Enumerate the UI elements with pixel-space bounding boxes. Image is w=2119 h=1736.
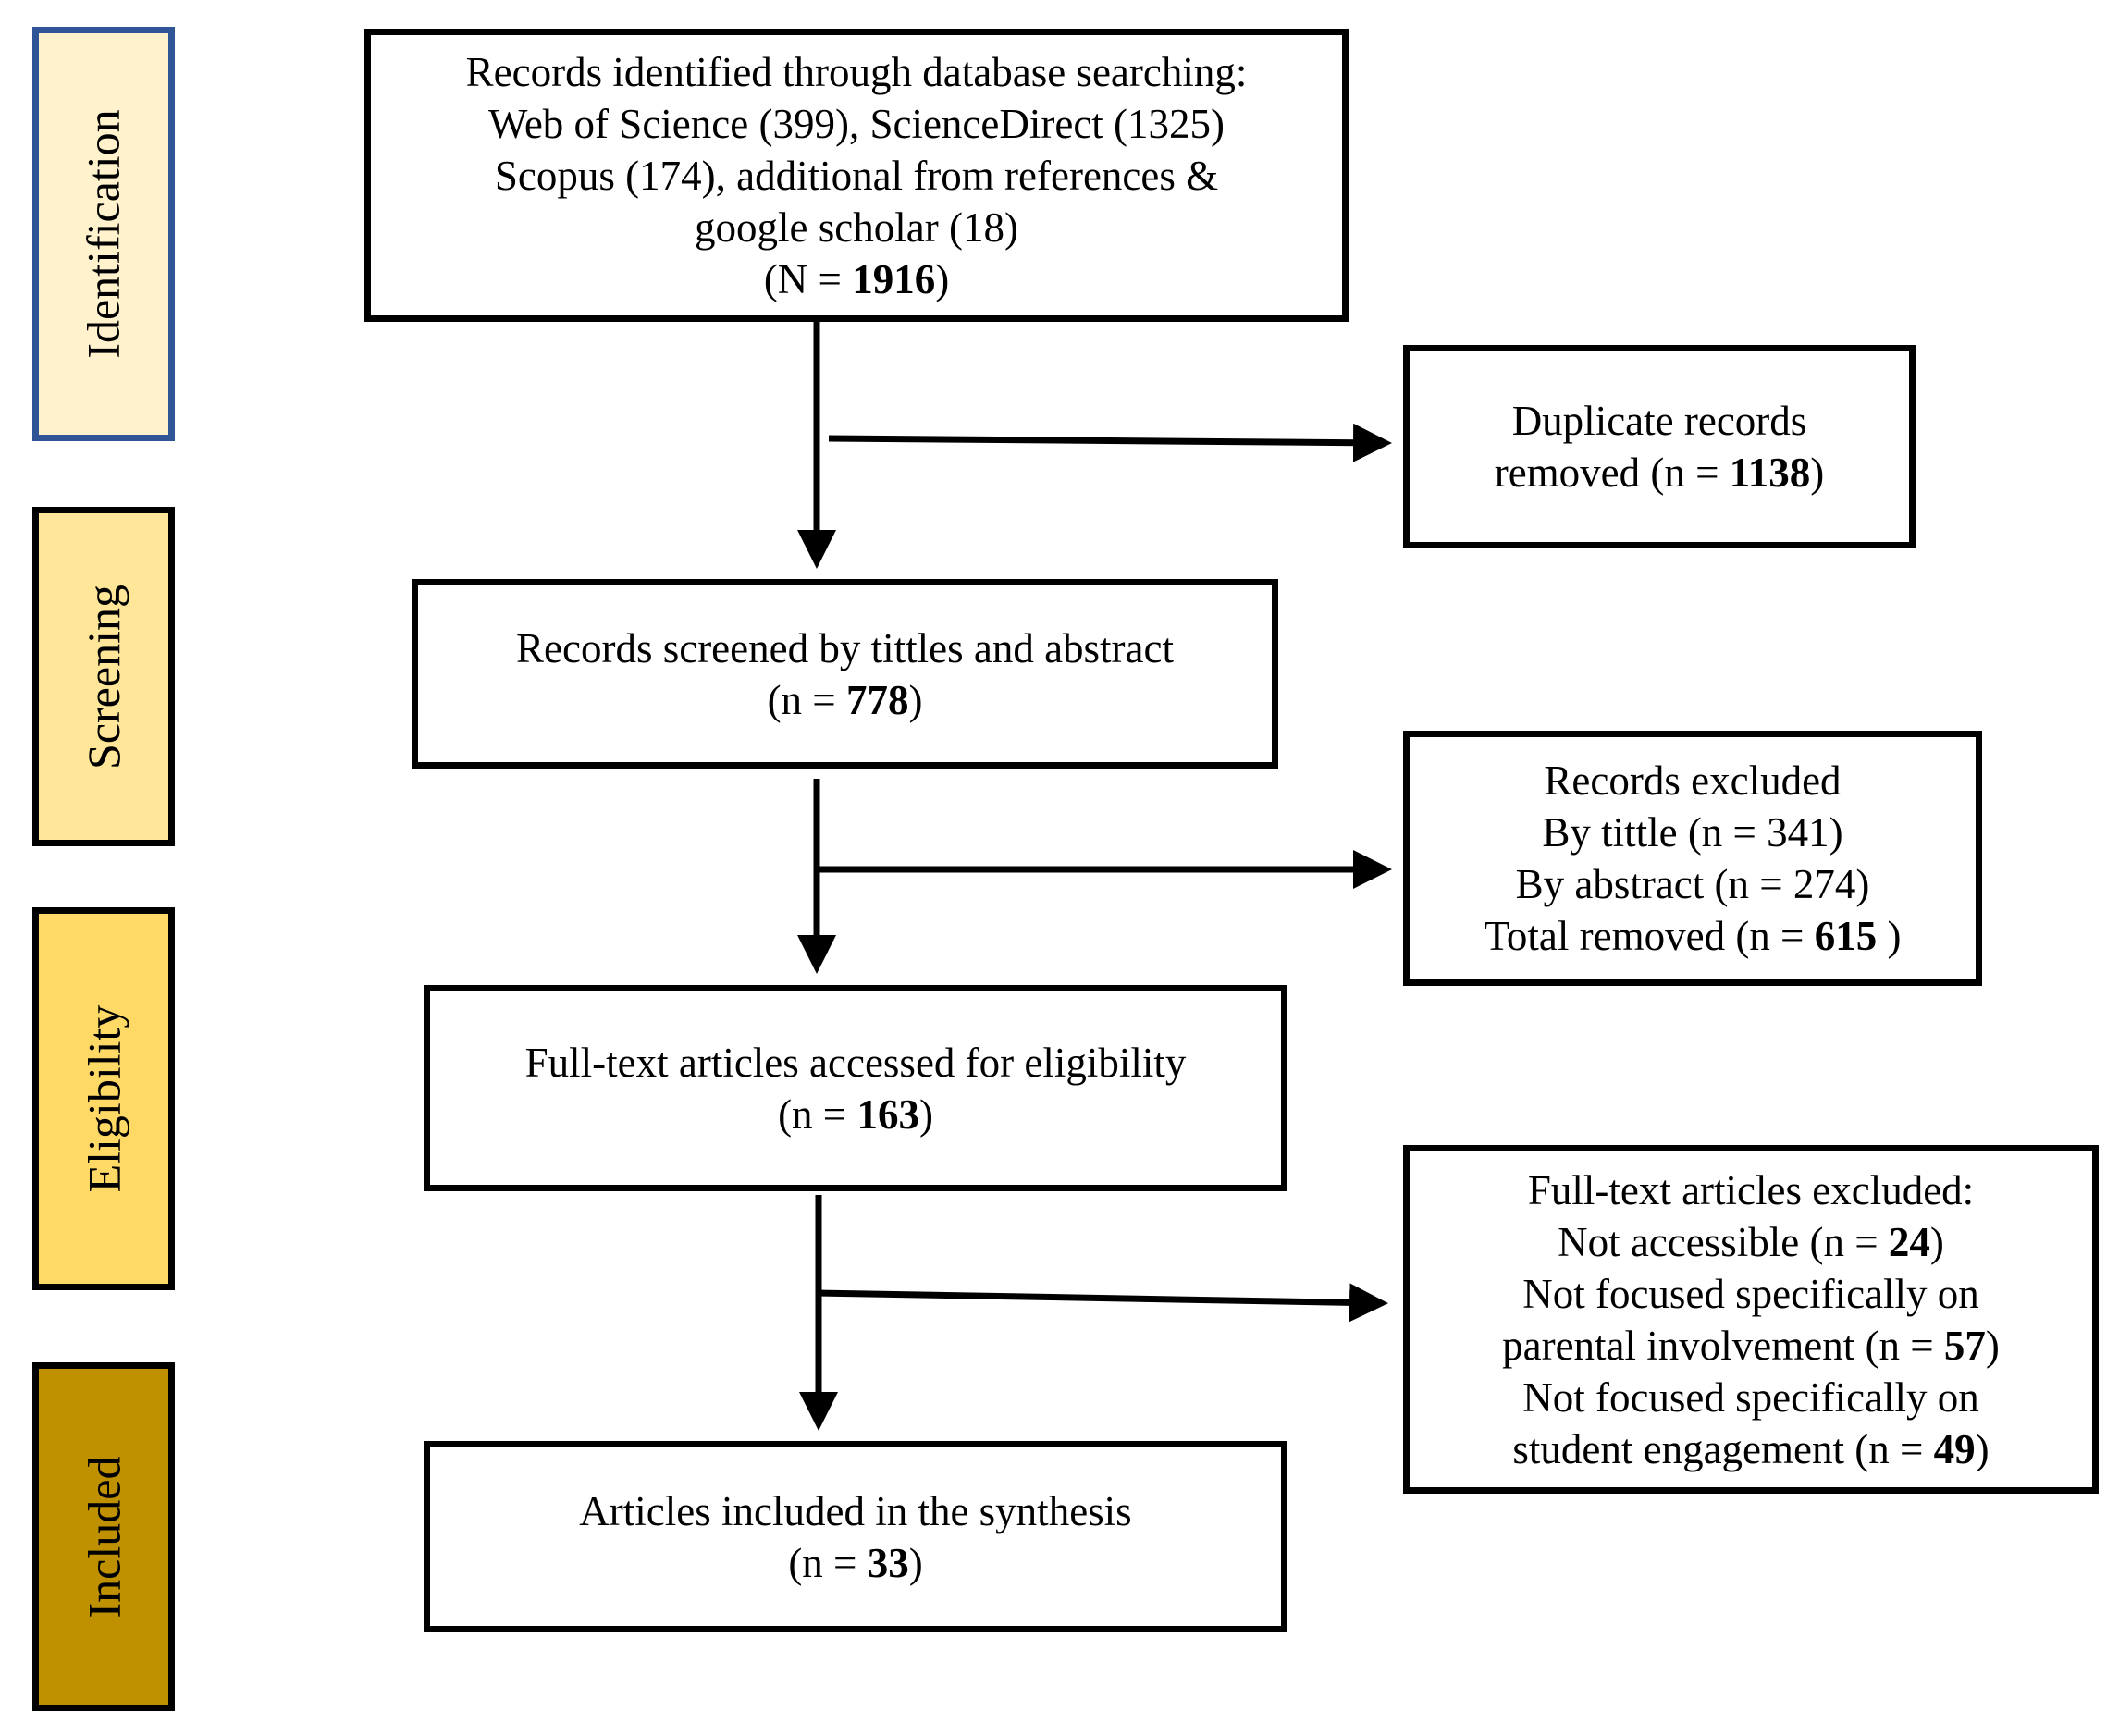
- text-line: (N = 1916): [764, 253, 949, 305]
- text-line: Records identified through database sear…: [465, 48, 1248, 95]
- count: 33: [867, 1539, 909, 1586]
- label: ): [908, 676, 923, 723]
- count: 778: [845, 676, 909, 723]
- label: (n =: [778, 1090, 857, 1138]
- text-line: Web of Science (399), ScienceDirect (132…: [487, 100, 1226, 147]
- text-line: Not focused specifically on: [1522, 1270, 1979, 1317]
- text-line: Full-text articles accessed for eligibil…: [524, 1039, 1187, 1086]
- label: ): [1975, 1425, 1990, 1472]
- fulltext-box: Full-text articles accessed for eligibil…: [424, 985, 1287, 1191]
- text-line: Total removed (n = 615 ): [1485, 910, 1902, 962]
- text-line: (n = 33): [788, 1537, 922, 1589]
- text-line: By tittle (n = 341): [1542, 809, 1843, 856]
- duplicates-box: Duplicate records removed (n = 1138): [1403, 345, 1916, 548]
- label: ): [1985, 1322, 2000, 1369]
- phase-screening: Screening: [32, 507, 175, 846]
- arrow-to-fulltext-excluded: [818, 1283, 1388, 1323]
- count: 1138: [1729, 449, 1811, 496]
- excluded-box: Records excluded By tittle (n = 341) By …: [1403, 731, 1982, 986]
- text-line: (n = 163): [778, 1089, 933, 1140]
- label: ): [1929, 1218, 1944, 1265]
- arrow-to-duplicates: [828, 423, 1392, 462]
- text-line: Full-text articles excluded:: [1527, 1166, 1975, 1213]
- label: Not accessible (n =: [1558, 1218, 1889, 1265]
- count: 163: [856, 1090, 919, 1138]
- label: (N =: [763, 255, 853, 302]
- text-line: Records screened by tittles and abstract: [516, 624, 1174, 671]
- fulltext-excluded-box: Full-text articles excluded: Not accessi…: [1403, 1145, 2099, 1494]
- phase-eligibility: Eligibility: [32, 907, 175, 1290]
- text-line: Not accessible (n = 24): [1558, 1216, 1944, 1268]
- phase-identification: Identification: [32, 27, 175, 441]
- screened-box: Records screened by tittles and abstract…: [412, 579, 1278, 769]
- label: student engagement (n =: [1512, 1425, 1934, 1472]
- identified-box: Records identified through database sear…: [364, 29, 1349, 322]
- label: ): [908, 1539, 923, 1586]
- included-box: Articles included in the synthesis (n = …: [424, 1441, 1287, 1632]
- text-line: removed (n = 1138): [1495, 447, 1825, 499]
- label: (n =: [788, 1539, 868, 1586]
- text-line: Scopus (174), additional from references…: [494, 152, 1219, 199]
- label: (n =: [767, 676, 846, 723]
- label: parental involvement (n =: [1502, 1322, 1944, 1369]
- label: ): [935, 255, 950, 302]
- label: ): [918, 1090, 933, 1138]
- count: 1916: [852, 255, 936, 302]
- text-line: google scholar (18): [695, 203, 1018, 251]
- count: 49: [1933, 1425, 1976, 1472]
- text-line: student engagement (n = 49): [1512, 1423, 1989, 1475]
- text-line: Records excluded: [1544, 757, 1842, 804]
- count: 57: [1943, 1322, 1986, 1369]
- label: ): [1810, 449, 1825, 496]
- count: 615: [1814, 913, 1878, 959]
- text-line: Duplicate records: [1511, 398, 1807, 444]
- text-line: By abstract (n = 274): [1515, 861, 1870, 907]
- text-line: Articles included in the synthesis: [579, 1487, 1132, 1534]
- text-line: (n = 778): [768, 674, 923, 726]
- label: removed (n =: [1494, 449, 1730, 496]
- label: Total removed (n =: [1484, 913, 1815, 959]
- phase-included: Included: [32, 1362, 175, 1711]
- text-line: parental involvement (n = 57): [1502, 1320, 2000, 1372]
- text-line: Not focused specifically on: [1522, 1373, 1979, 1421]
- count: 24: [1888, 1218, 1930, 1265]
- label: ): [1877, 913, 1902, 959]
